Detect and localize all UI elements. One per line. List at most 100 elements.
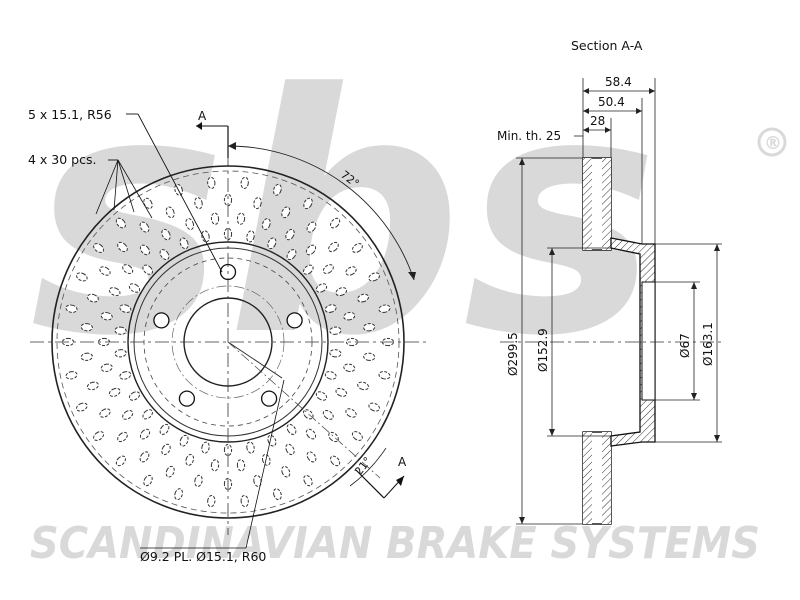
- angle-label-21: 21°: [352, 454, 374, 477]
- vent-hole: [142, 264, 154, 275]
- vent-hole: [179, 434, 189, 447]
- dim-arrows-28: [583, 127, 611, 133]
- vent-hole: [114, 349, 127, 358]
- vent-hole: [75, 402, 88, 412]
- vent-hole: [328, 431, 339, 443]
- bolt-hole-spec-label: 5 x 15.1, R56: [28, 107, 112, 122]
- vent-hole: [267, 237, 277, 250]
- angle-arc-72-arrowhead: [408, 272, 416, 280]
- vent-hole: [363, 323, 376, 332]
- bolt-hole: [178, 390, 196, 407]
- vent-hole: [281, 206, 291, 219]
- vent-hole: [194, 197, 203, 210]
- vent-hole: [285, 443, 295, 456]
- vent-hole: [161, 443, 171, 456]
- vent-hole: [185, 453, 195, 466]
- vent-hole: [267, 434, 277, 447]
- vent-hole: [159, 423, 170, 435]
- vent-hole: [273, 488, 282, 501]
- vent-hole: [65, 371, 78, 380]
- ring-lower-plate-left: [583, 432, 592, 524]
- vent-hole: [65, 304, 78, 313]
- vent-hole: [246, 230, 255, 243]
- vent-hole: [368, 402, 381, 412]
- vent-hole: [165, 465, 175, 478]
- dim-label-58: 58.4: [605, 75, 632, 89]
- ring-upper-plate-left: [583, 158, 592, 250]
- vent-hole: [207, 495, 216, 508]
- vent-hole: [285, 228, 295, 241]
- center-bore-gap: [641, 281, 656, 401]
- dim-label-inner: Ø152.9: [536, 328, 550, 372]
- vent-hole: [343, 311, 356, 321]
- vent-hole: [99, 266, 111, 276]
- bolt-hole: [286, 312, 303, 329]
- vent-hole: [306, 221, 317, 233]
- vent-hole: [80, 323, 93, 332]
- dim-label-50: 50.4: [598, 95, 625, 109]
- hole-rows-spec-label: 4 x 30 pcs.: [28, 152, 96, 167]
- vent-hole: [345, 408, 357, 418]
- vent-hole: [117, 241, 128, 253]
- vent-hole: [351, 431, 363, 441]
- dim-arrows-50: [583, 108, 642, 114]
- section-cut-lower: [355, 469, 385, 499]
- ring-lower-plate-right: [602, 432, 611, 524]
- vent-hole: [122, 410, 134, 420]
- vent-hole: [240, 495, 249, 508]
- section-arrowhead-top: [196, 122, 202, 130]
- vent-hole: [115, 217, 127, 229]
- vent-hole: [329, 455, 341, 467]
- section-view: Section A-A 58.4 50.4 28 Min. th. 25: [497, 38, 725, 525]
- vent-hole: [351, 243, 363, 253]
- vent-hole: [93, 243, 105, 253]
- bolt-radius-line: [227, 341, 283, 379]
- hole-rows-leader-2: [113, 159, 119, 211]
- small-holes-spec-label: Ø9.2 PL. Ø15.1, R60: [140, 549, 266, 564]
- section-mark-lower: A: [398, 455, 407, 469]
- vent-hole: [128, 283, 141, 293]
- section-title: Section A-A: [571, 38, 643, 53]
- vent-hole: [324, 304, 337, 313]
- vent-hole: [210, 212, 220, 225]
- dim-label-28: 28: [590, 114, 605, 128]
- vent-hole: [368, 272, 381, 282]
- vent-hole: [273, 183, 282, 196]
- vent-hole: [246, 441, 255, 454]
- vent-hole: [114, 326, 127, 335]
- disc-front-view: A A 72° 21° 5 x 15.1, R56 4 x 30 pcs. Ø9…: [28, 107, 430, 564]
- vent-hole: [80, 352, 93, 361]
- vent-hole: [108, 387, 121, 397]
- vent-hole: [117, 431, 128, 443]
- friction-ring-lower: [582, 431, 612, 525]
- vent-hole: [281, 465, 291, 478]
- vent-hole: [315, 391, 328, 401]
- hole-rows-leader-1: [95, 159, 119, 215]
- angle-arc-72: [227, 145, 415, 281]
- vent-hole: [302, 264, 314, 275]
- vent-hole: [343, 363, 356, 373]
- dim-label-outer: Ø299.5: [506, 332, 520, 376]
- hole-rows-leader-4: [117, 159, 153, 219]
- vent-hole: [378, 371, 391, 380]
- vent-hole: [201, 441, 210, 454]
- bolt-spec-leader: [137, 113, 223, 273]
- vent-hole: [119, 371, 132, 380]
- vent-hole: [75, 272, 88, 282]
- vent-hole: [357, 293, 370, 303]
- vent-hole: [303, 197, 313, 210]
- vent-hole: [139, 244, 151, 256]
- dim-label-bore: Ø67: [678, 333, 692, 358]
- vent-hole: [185, 218, 195, 231]
- vent-hole: [328, 241, 339, 253]
- vent-hole: [108, 287, 121, 297]
- registered-circle: [757, 127, 787, 157]
- vent-hole: [286, 423, 297, 435]
- section-arrowhead-lower: [396, 476, 404, 486]
- vent-hole: [329, 326, 342, 335]
- vent-hole: [201, 230, 210, 243]
- section-radial-line: [227, 341, 381, 479]
- vent-hole: [179, 237, 189, 250]
- section-mark-top: A: [198, 109, 207, 123]
